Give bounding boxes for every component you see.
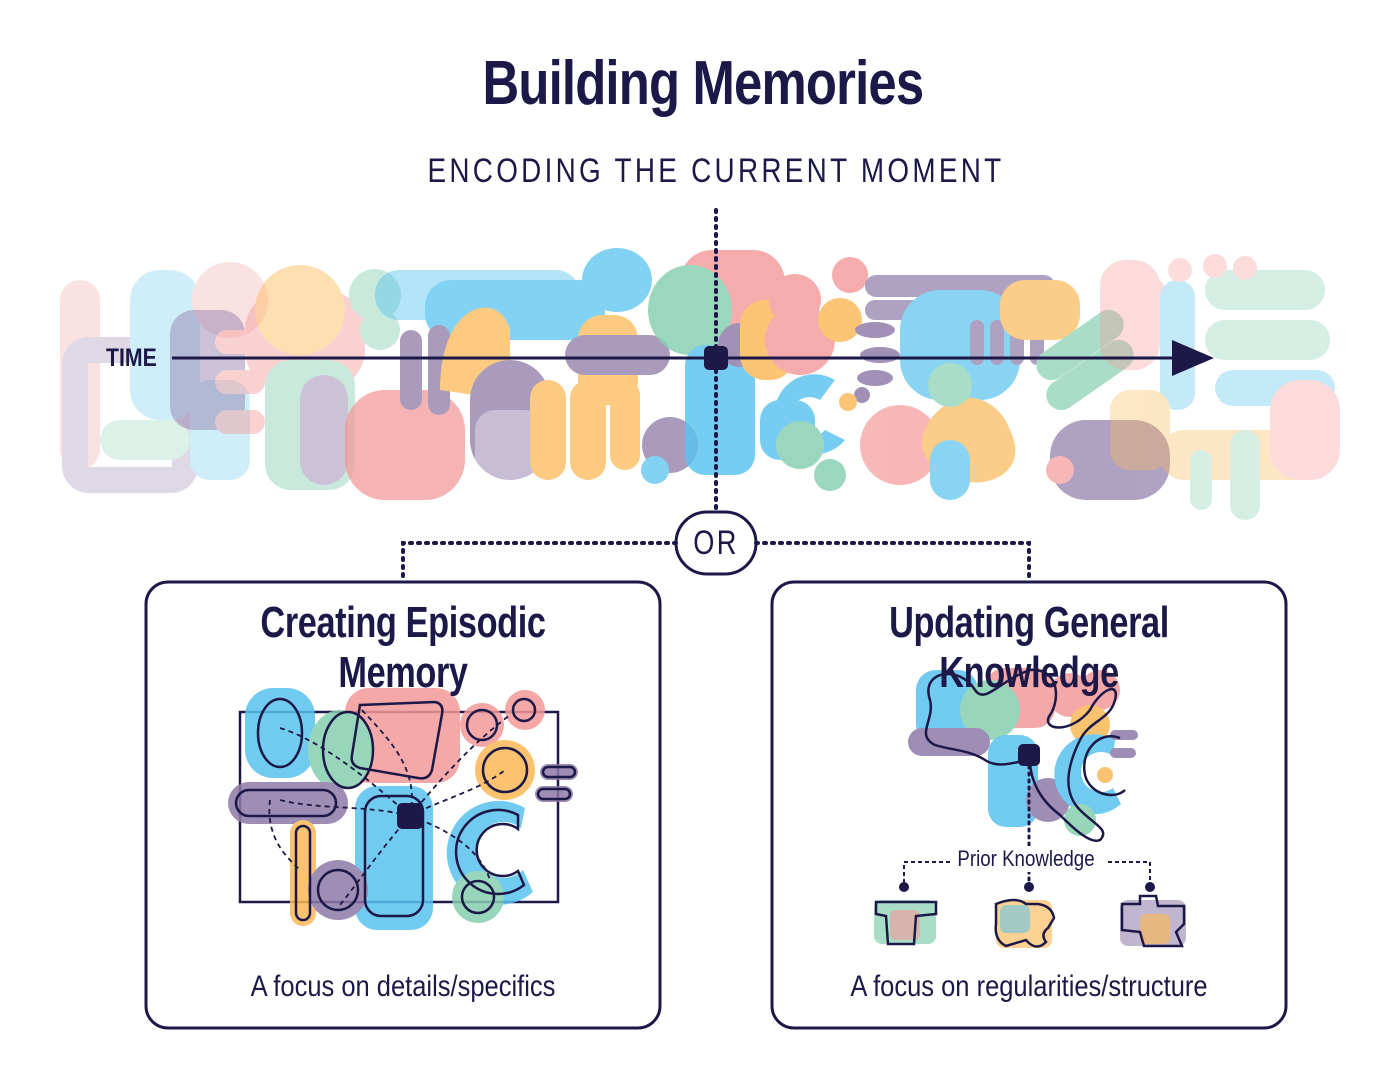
episodic-panel-caption: A focus on details/specifics xyxy=(250,970,556,1003)
timeline-blob-band xyxy=(60,248,1340,520)
prior-knowledge-piece-3 xyxy=(1120,894,1186,948)
general-knowledge-panel xyxy=(770,580,1288,1030)
current-moment-marker xyxy=(704,346,728,370)
time-axis-label: TIME xyxy=(106,344,157,372)
branch-left-connector xyxy=(401,541,678,582)
branch-right-connector xyxy=(754,541,1031,582)
page-subtitle: ENCODING THE CURRENT MOMENT xyxy=(427,152,1005,190)
general-knowledge-illustration xyxy=(874,668,1186,948)
episodic-illustration xyxy=(228,688,578,930)
general-panel-caption: A focus on regularities/structure xyxy=(850,970,1208,1003)
page-title: Building Memories xyxy=(482,49,924,118)
episodic-panel-title: Creating Episodic Memory xyxy=(260,598,546,697)
prior-knowledge-label: Prior Knowledge xyxy=(952,846,1100,872)
prior-knowledge-piece-2 xyxy=(994,898,1056,948)
prior-knowledge-piece-1 xyxy=(874,900,938,946)
or-label: OR xyxy=(693,524,739,562)
general-panel-title: Updating General Knowledge xyxy=(889,598,1169,697)
episodic-memory-panel xyxy=(144,580,662,1030)
